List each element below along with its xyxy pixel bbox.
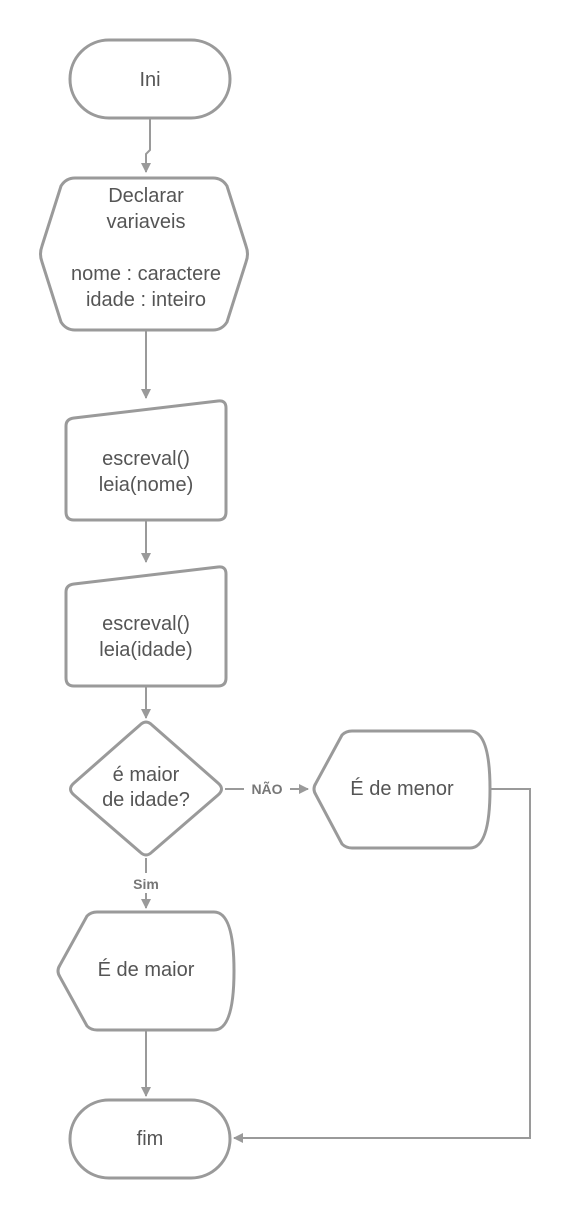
- declare-line-2: variaveis: [107, 211, 186, 233]
- output-menor-node: É de menor: [312, 729, 492, 850]
- edges: [141, 118, 531, 1143]
- input-nome-line-1: escreval(): [102, 448, 190, 470]
- output-menor-label: É de menor: [350, 777, 454, 800]
- input-idade-line-2: leia(idade): [99, 639, 192, 661]
- edge-label-no: NÃO: [251, 780, 282, 797]
- declare-line-4: nome : caractere: [71, 263, 221, 285]
- output-maior-node: É de maior: [56, 910, 236, 1032]
- decision-line-1: é maior: [113, 764, 180, 786]
- input-nome-node: escreval() leia(nome): [64, 399, 228, 522]
- declare-line-5: idade : inteiro: [86, 289, 206, 311]
- input-idade-line-1: escreval(): [102, 613, 190, 635]
- start-node: Ini: [68, 38, 232, 120]
- declare-line-1: Declarar: [108, 185, 184, 207]
- input-nome-line-2: leia(nome): [99, 474, 193, 496]
- edge-start-to-declare: [141, 118, 151, 173]
- edge-label-yes: Sim: [133, 876, 159, 892]
- decision-line-2: de idade?: [102, 789, 190, 811]
- input-idade-node: escreval() leia(idade): [64, 565, 228, 688]
- output-maior-label: É de maior: [98, 958, 195, 981]
- end-node: fim: [68, 1098, 232, 1180]
- declare-variables-node: Declarar variaveis nome : caractere idad…: [39, 176, 249, 332]
- start-label: Ini: [139, 69, 160, 91]
- end-label: fim: [137, 1128, 164, 1150]
- edge-menor-to-end: [233, 788, 531, 1143]
- decision-node: é maior de idade?: [69, 720, 223, 857]
